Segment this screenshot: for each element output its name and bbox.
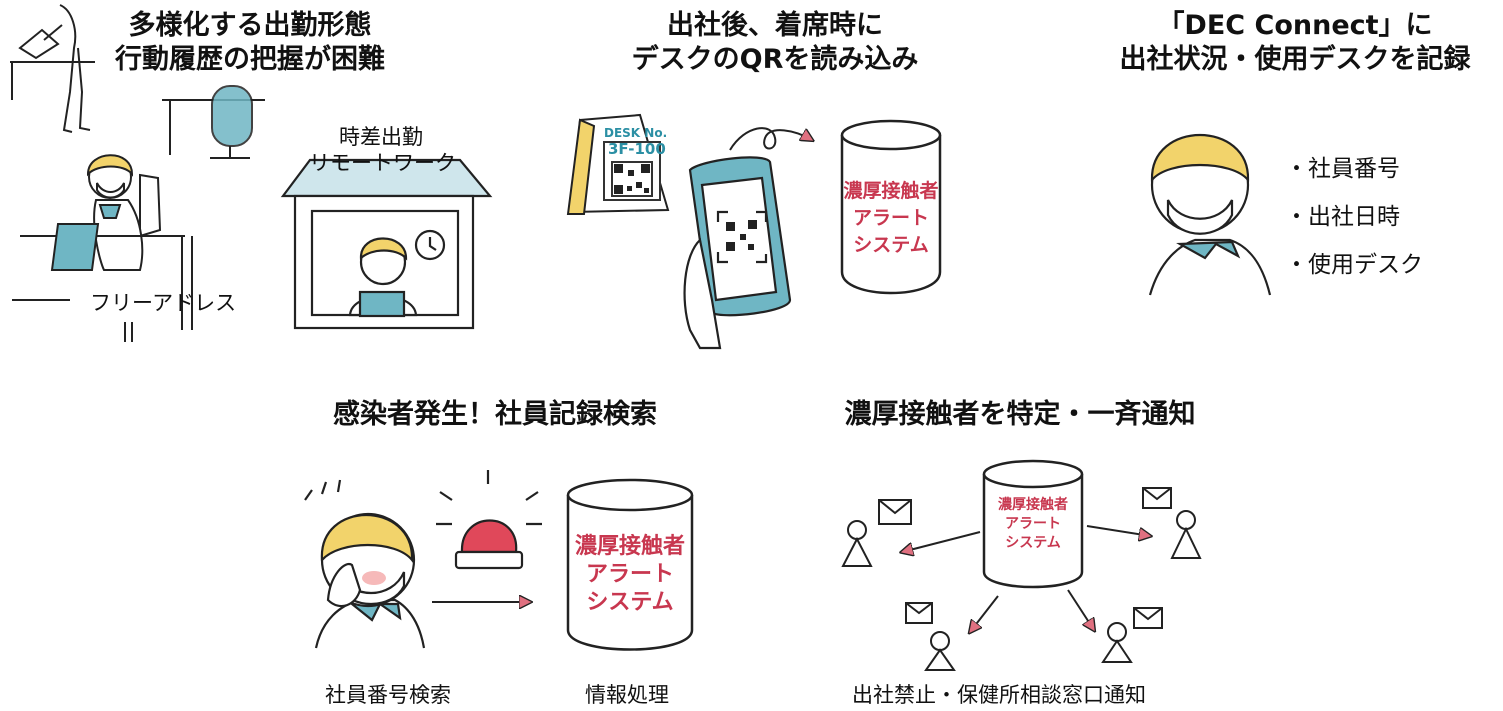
system-label-bl-line1: 濃厚接触者: [574, 534, 685, 559]
panel5-title: 濃厚接触者を特定・一斉通知: [844, 399, 1196, 430]
info-processing-label: 情報処理: [585, 683, 669, 707]
scan-arrow: [729, 127, 812, 151]
house-label-line2: リモートワーク: [309, 151, 456, 175]
sneezing-employee-illustration: [304, 479, 426, 649]
notification-network: [902, 525, 1150, 632]
standing-worker-illustration: [10, 4, 95, 133]
system-label-br-line2: アラート: [1005, 516, 1061, 532]
desk-card-line1: DESK No.: [604, 126, 668, 140]
free-address-worker-illustration: [12, 154, 193, 342]
house-label-line1: 時差出勤: [339, 125, 423, 149]
system-label-bl-line2: アラート: [585, 562, 674, 587]
system-label-br-line1: 濃厚接触者: [998, 497, 1068, 513]
desk-qr-stand: [566, 113, 670, 215]
system-label-top-line2: アラート: [852, 207, 929, 229]
panel2-title-line2: デスクのQRを読み込み: [631, 44, 919, 75]
panel3-title-line2: 出社状況・使用デスクを記録: [1119, 44, 1471, 75]
employee-search-label: 社員番号検索: [325, 683, 451, 707]
remote-work-house-illustration: [280, 158, 493, 330]
system-label-top: 濃厚接触者 アラート システム: [842, 178, 940, 259]
alert-system-cylinder-bottom-left: [566, 478, 694, 651]
desk-card-line2: 3F-100: [608, 140, 666, 158]
record-bullet-employee-number: ・社員番号: [1285, 156, 1400, 182]
system-label-top-line3: システム: [853, 234, 929, 256]
system-label-br-line3: システム: [1005, 535, 1061, 551]
panel2-title: 出社後、着席時に デスクのQRを読み込み: [600, 9, 950, 77]
system-label-bottom-left: 濃厚接触者 アラート システム: [568, 533, 692, 617]
system-label-bl-line3: システム: [586, 590, 674, 615]
panel1-title-line1: 多様化する出勤形態: [128, 10, 372, 41]
alert-siren-icon: [436, 470, 542, 570]
panel2-title-line1: 出社後、着席時に: [667, 10, 883, 41]
mail-icons: [878, 487, 1172, 629]
panel1-title-line2: 行動履歴の把握が困難: [115, 44, 385, 75]
record-bullet-list: ・社員番号 ・出社日時 ・使用デスク: [1285, 145, 1423, 289]
alert-system-cylinder-bottom-right: [982, 459, 1084, 589]
panel3-title: 「DEC Connect」に 出社状況・使用デスクを記録: [1085, 9, 1503, 77]
employee-masked-illustration: [1148, 134, 1272, 296]
system-label-bottom-right: 濃厚接触者 アラート システム: [984, 496, 1082, 553]
system-label-top-line1: 濃厚接触者: [843, 180, 939, 202]
record-bullet-arrival-time: ・出社日時: [1285, 204, 1400, 230]
person-icons: [841, 510, 1202, 671]
notification-label: 出社禁止・保健所相談窓口通知: [852, 683, 1146, 707]
free-address-label: フリーアドレス: [90, 291, 237, 315]
alert-system-cylinder-top: [840, 119, 942, 295]
panel4-title: 感染者発生！社員記録検索: [333, 399, 657, 430]
smartphone-illustration: [683, 156, 792, 350]
panel1-title: 多様化する出勤形態 行動履歴の把握が困難: [90, 9, 410, 77]
empty-desk-illustration: [162, 85, 265, 159]
panel3-title-line1: 「DEC Connect」に: [1157, 10, 1433, 41]
record-bullet-desk: ・使用デスク: [1285, 252, 1423, 278]
